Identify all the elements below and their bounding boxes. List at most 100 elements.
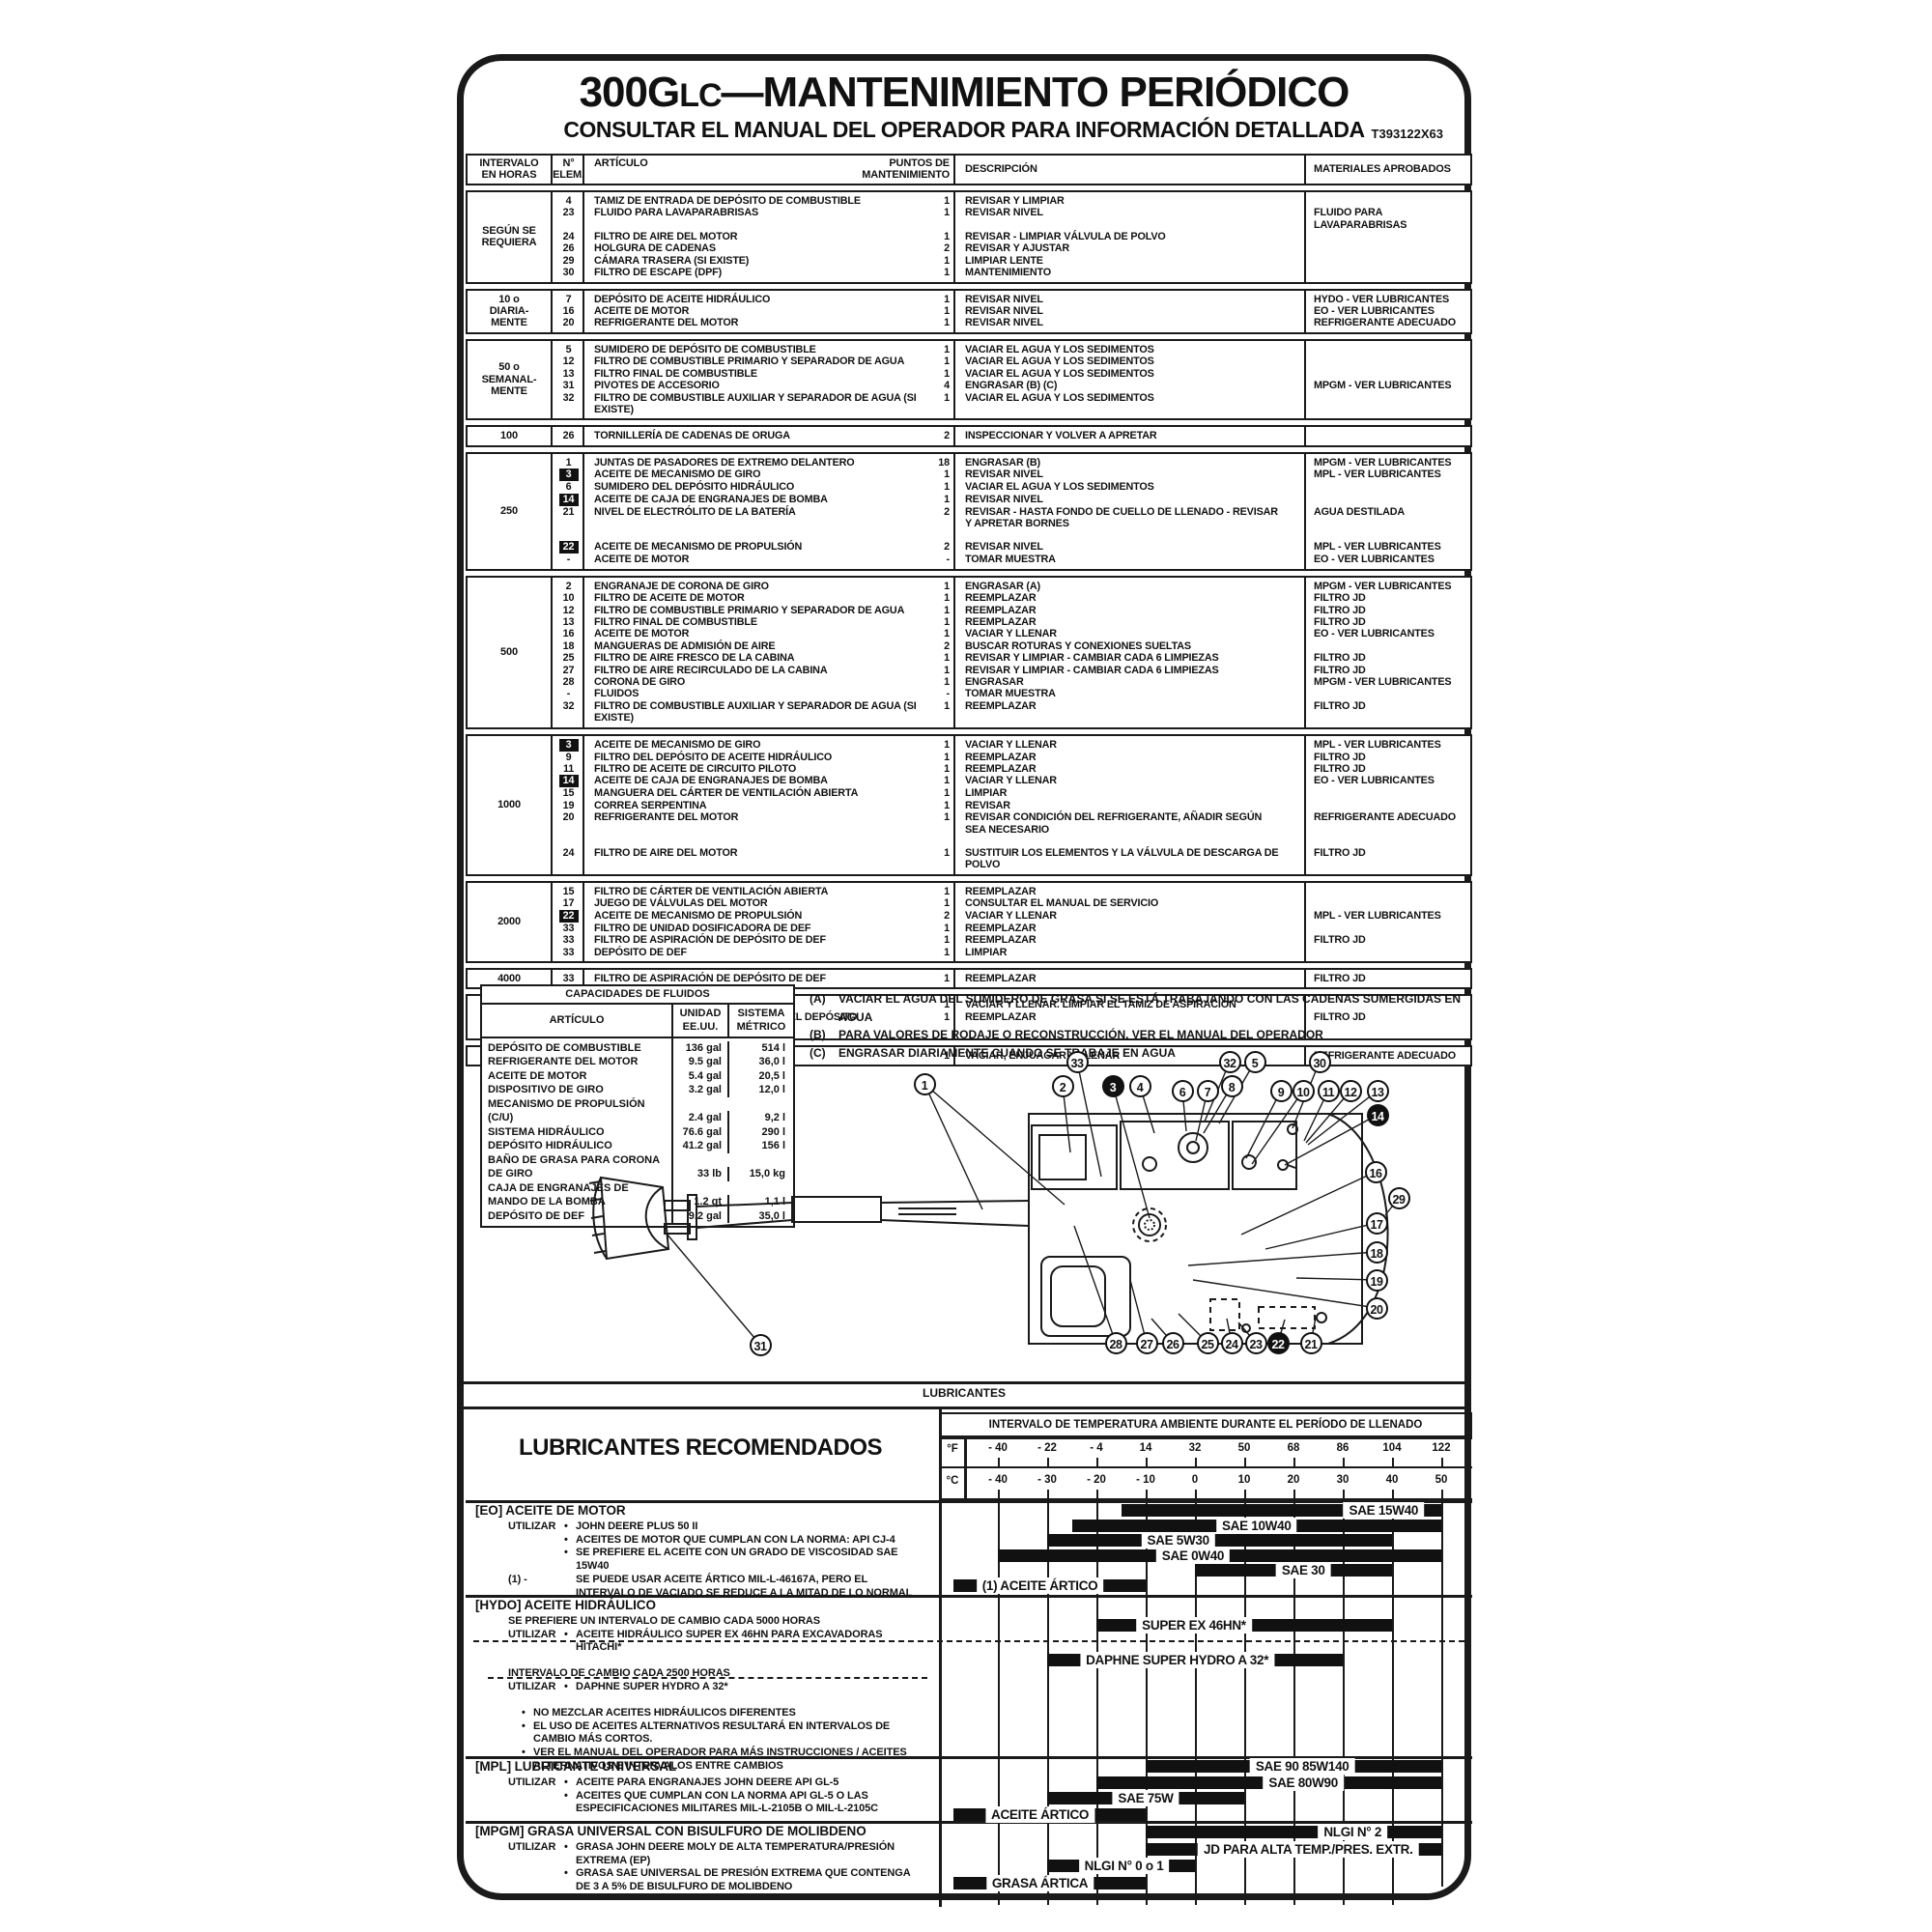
bullet-dot: • [522,1706,526,1719]
lubricant-line: •EL USO DE ACEITES ALTERNATIVOS RESULTAR… [475,1720,927,1747]
materiales-cell: MPL - VER LUBRICANTES [1314,469,1441,481]
col-header-puntos: PUNTOS DE MANTENIMIENTO [862,157,950,182]
materiales-cell [1306,947,1470,958]
f-tick-mark [1195,1458,1197,1467]
articulo-text: FILTRO DE COMBUSTIBLE AUXILIAR Y SEPARAD… [594,699,917,724]
materiales-cell [1306,800,1470,811]
service-points: 1 [944,885,950,897]
c-tick-label: 0 [1191,1474,1199,1486]
temperature-header: INTERVALO DE TEMPERATURA AMBIENTE DURANT… [939,1412,1472,1437]
materiales-cell [1306,494,1470,506]
footnote: (A)VACIAR EL AGUA DEL SUMIDERO DE GRASA … [810,990,1474,1026]
interval-label: 2000 [468,882,553,961]
footnote-label: (B) [810,1028,826,1041]
column-rule [582,969,584,988]
item-number: 32 [562,699,575,712]
item-number: 26 [562,430,575,442]
materiales-cell [1306,355,1470,367]
callout-21: 21 [1299,1331,1322,1354]
item-number: 12 [562,604,575,616]
column-rule [953,969,955,988]
item-number: 14 [553,493,584,506]
materiales-cell [1306,923,1470,934]
item-number: 30 [562,267,575,279]
f-tick-mark [1047,1458,1049,1467]
column-rule [582,735,584,874]
item-number: 3 [553,469,584,482]
service-points: 1 [944,972,950,984]
service-points: 1 [944,1049,950,1062]
range-bar: SAE 0W40 [998,1547,1441,1564]
column-rule [953,340,955,419]
articulo-text: NIVEL DE ELECTRÓLITO DE LA BATERÍA [594,505,796,518]
item-number: 5 [565,343,572,355]
callout-20: 20 [1365,1296,1388,1320]
page-subtitle: CONSULTAR EL MANUAL DEL OPERADOR PARA IN… [563,117,1365,142]
c-tick-mark [1343,1490,1345,1500]
item-number-badge: 22 [558,909,579,923]
materiales-cell [1306,255,1470,267]
leader-line [1073,1225,1117,1344]
callout-5: 5 [1243,1050,1266,1073]
line-text: DAPHNE SUPER HYDRO A 32* [576,1680,728,1692]
articulo-text: FILTRO DEL DEPÓSITO DE ACEITE HIDRÁULICO [594,751,833,763]
range-bar: (1) ACEITE ÁRTICO [953,1577,1146,1594]
capacity-us: 41.2 gal [673,1139,729,1153]
descripcion-cell: VACIAR EL AGUA Y LOS SEDIMENTOS [965,355,1154,368]
callout-4: 4 [1128,1074,1151,1097]
callout-11: 11 [1317,1079,1340,1102]
articulo-text: JUEGO DE VÁLVULAS DEL MOTOR [594,897,768,910]
materiales-cell: MPGM - VER LUBRICANTES [1314,380,1452,392]
articulo-cell: FILTRO DE COMBUSTIBLE PRIMARIO Y SEPARAD… [584,355,955,367]
descripcion-cell: TOMAR MUESTRA [965,688,1056,700]
service-points: 1 [944,580,950,592]
item-number-badge: 22 [558,541,579,554]
range-bar: SUPER EX 46HN* [1096,1617,1392,1634]
descripcion-cell: ENGRASAR (A) [965,580,1040,592]
service-points: 1 [944,922,950,934]
service-points: 2 [944,430,950,442]
item-number-badge: 3 [558,738,579,752]
column-rule [1304,577,1306,727]
articulo-text: ACEITE DE CAJA DE ENGRANAJES DE BOMBA [594,493,828,505]
materiales-cell: FILTRO JD [1314,972,1366,984]
service-points: 1 [944,676,950,688]
column-rule [953,577,955,727]
lubricant-line: (1) -SE PUEDE USAR ACEITE ÁRTICO MIL-L-4… [475,1574,927,1601]
articulo-text: ACEITE DE CAJA DE ENGRANAJES DE BOMBA [594,775,828,787]
descripcion-cell: REVISAR - LIMPIAR VÁLVULA DE POLVO [965,231,1166,243]
materiales-cell: AGUA DESTILADA [1314,505,1406,518]
articulo-text: CORREA SERPENTINA [594,799,707,811]
articulo-cell: FILTRO DE COMBUSTIBLE AUXILIAR Y SEPARAD… [584,700,955,724]
line-lead: UTILIZAR [508,1628,556,1640]
materiales-cell: FILTRO JD [1314,604,1366,616]
column-rule [1304,290,1306,332]
lubricant-line: UTILIZAR•ACEITE HIDRÁULICO SUPER EX 46HN… [475,1629,927,1656]
footnote-text: PARA VALORES DE RODAJE O RECONSTRUCCIÓN,… [838,1028,1323,1041]
item-number: 29 [562,254,575,267]
footnote-text: ENGRASAR DIARIAMENTE CUANDO SE TRABAJE E… [838,1045,1176,1060]
articulo-text: FILTRO DE AIRE FRESCO DE LA CABINA [594,652,795,665]
callout-14: 14 [1366,1103,1389,1126]
articulo-cell: FLUIDOS- [584,688,955,699]
articulo-text: CÁMARA TRASERA (SI EXISTE) [594,254,750,267]
capacity-metric: 15,0 kg [749,1168,785,1179]
item-number: 2 [565,580,572,592]
service-points: 2 [944,242,950,255]
materiales-cell: FLUIDO PARA LAVAPARABRISAS [1314,207,1407,231]
hydo-left-dashed [488,1677,927,1679]
interval-label: 250 [468,453,553,569]
